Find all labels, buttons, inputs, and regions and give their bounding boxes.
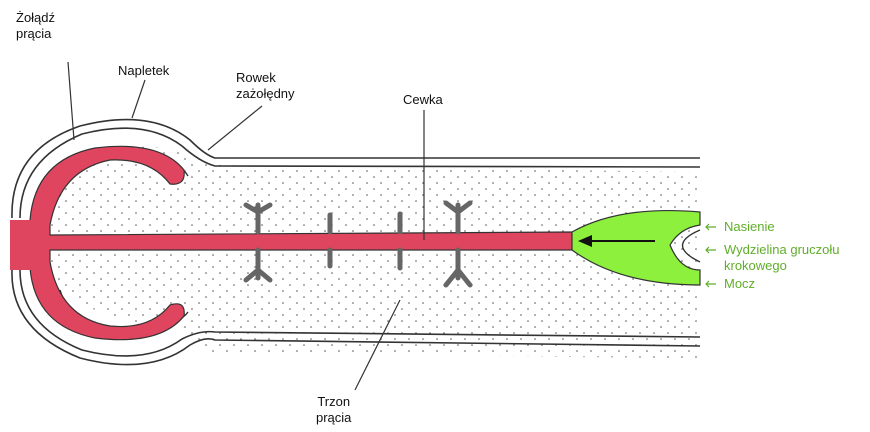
label-glans: Żołądź prącia (16, 10, 55, 42)
input-arrows (706, 224, 716, 287)
label-semen: Nasienie (724, 219, 775, 235)
label-urine: Mocz (724, 276, 755, 292)
label-prostate-secretion: Wydzielina gruczołu krokowego (724, 242, 840, 274)
label-corona: Rowek zażołędny (236, 70, 295, 102)
label-foreskin: Napletek (118, 63, 169, 79)
glans-tip (10, 220, 40, 270)
label-shaft: Trzon prącia (316, 394, 351, 426)
label-urethra: Cewka (403, 92, 443, 108)
